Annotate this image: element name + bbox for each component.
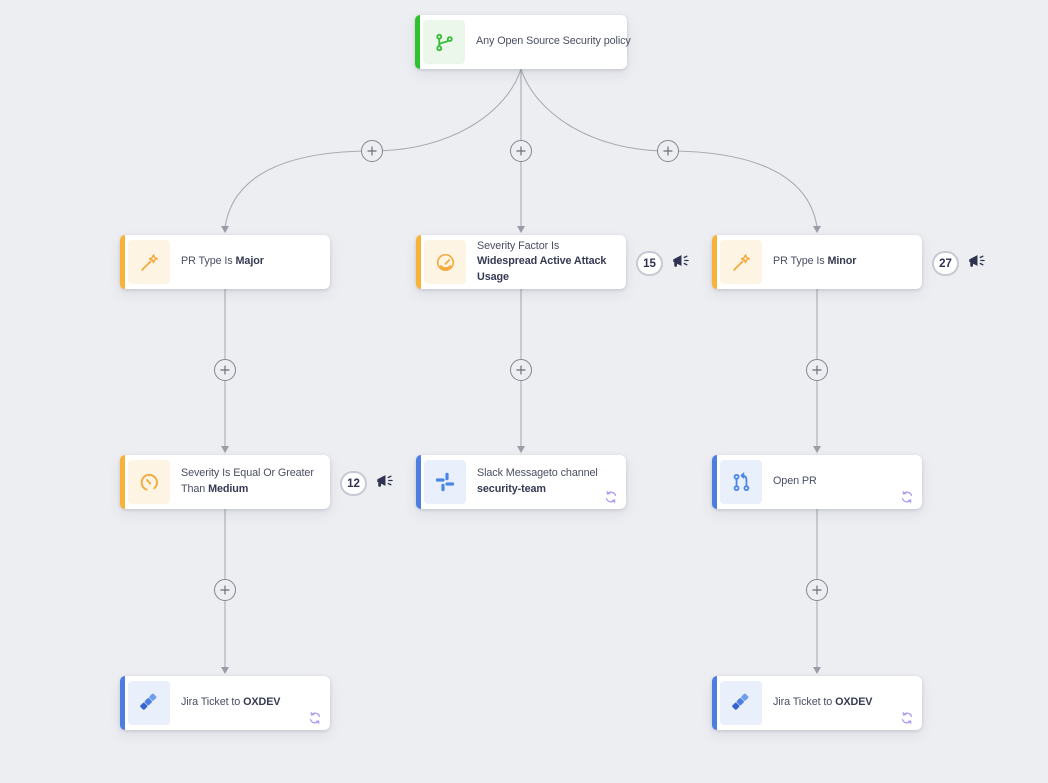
- plus-icon: [220, 585, 230, 595]
- add-node-button[interactable]: [657, 140, 679, 162]
- add-node-button[interactable]: [510, 359, 532, 381]
- accent-bar: [712, 235, 717, 289]
- match-count-badge: 27: [932, 251, 959, 276]
- accent-bar: [415, 15, 420, 69]
- plus-icon: [220, 365, 230, 375]
- node-label: PR Type Is Minor: [773, 255, 857, 268]
- add-node-button[interactable]: [361, 140, 383, 162]
- node-label: Slack Messageto channel security-team: [477, 467, 598, 495]
- add-node-button[interactable]: [806, 579, 828, 601]
- rerun-action-icon: [308, 711, 322, 725]
- magic-wand-icon: [128, 240, 170, 284]
- node-open-pr[interactable]: Open PR: [712, 455, 922, 509]
- node-slack-message[interactable]: Slack Messageto channel security-team: [416, 455, 626, 509]
- node-label: Open PR: [773, 475, 817, 488]
- accent-bar: [416, 455, 421, 509]
- slack-icon: [424, 460, 466, 504]
- node-label: Jira Ticket to OXDEV: [773, 696, 873, 709]
- accent-bar: [120, 676, 125, 730]
- pull-request-icon: [720, 460, 762, 504]
- plus-icon: [516, 146, 526, 156]
- gauge-icon: [424, 240, 466, 284]
- gauge-arc-icon: [128, 460, 170, 504]
- plus-icon: [812, 585, 822, 595]
- git-branch-icon: [423, 20, 465, 64]
- node-indicators: 12: [340, 471, 395, 496]
- accent-bar: [712, 676, 717, 730]
- node-label: Jira Ticket to OXDEV: [181, 696, 281, 709]
- match-count-badge: 15: [636, 251, 663, 276]
- node-label: Any Open Source Security policy: [476, 35, 631, 48]
- add-node-button[interactable]: [510, 140, 532, 162]
- node-label: Severity Is Equal Or Greater Than Medium: [181, 467, 314, 495]
- rerun-action-icon: [900, 490, 914, 504]
- node-severity-factor-widespread[interactable]: Severity Factor Is Widespread Active Att…: [416, 235, 626, 289]
- node-pr-type-minor[interactable]: PR Type Is Minor: [712, 235, 922, 289]
- match-count-badge: 12: [340, 471, 367, 496]
- megaphone-icon: [967, 253, 987, 275]
- rerun-action-icon: [900, 711, 914, 725]
- jira-icon: [720, 681, 762, 725]
- node-label: Severity Factor Is Widespread Active Att…: [477, 239, 607, 283]
- node-jira-ticket-oxdev-left[interactable]: Jira Ticket to OXDEV: [120, 676, 330, 730]
- rerun-action-icon: [604, 490, 618, 504]
- magic-wand-icon: [720, 240, 762, 284]
- accent-bar: [120, 455, 125, 509]
- node-indicators: 15: [636, 251, 691, 276]
- node-trigger-any-open-source-security-policy[interactable]: Any Open Source Security policy: [415, 15, 631, 69]
- jira-icon: [128, 681, 170, 725]
- megaphone-icon: [375, 473, 395, 495]
- accent-bar: [712, 455, 717, 509]
- add-node-button[interactable]: [214, 359, 236, 381]
- node-severity-gte-medium[interactable]: Severity Is Equal Or Greater Than Medium: [120, 455, 330, 509]
- node-pr-type-major[interactable]: PR Type Is Major: [120, 235, 330, 289]
- megaphone-icon: [671, 253, 691, 275]
- plus-icon: [812, 365, 822, 375]
- plus-icon: [367, 146, 377, 156]
- node-indicators: 27: [932, 251, 987, 276]
- node-label: PR Type Is Major: [181, 255, 264, 268]
- plus-icon: [516, 365, 526, 375]
- node-jira-ticket-oxdev-right[interactable]: Jira Ticket to OXDEV: [712, 676, 922, 730]
- accent-bar: [416, 235, 421, 289]
- add-node-button[interactable]: [806, 359, 828, 381]
- plus-icon: [663, 146, 673, 156]
- accent-bar: [120, 235, 125, 289]
- add-node-button[interactable]: [214, 579, 236, 601]
